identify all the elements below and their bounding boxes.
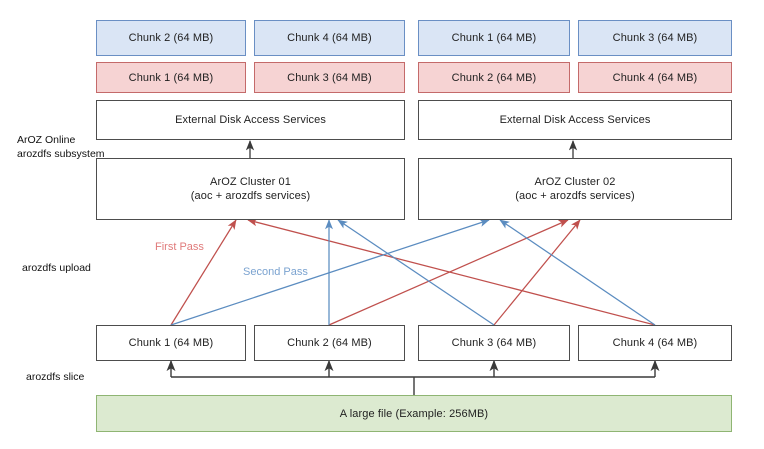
stored-chunk-label: Chunk 4 (64 MB) [612,71,698,84]
first-pass-label: First Pass [155,241,204,253]
stored-chunk-blue-4[interactable]: Chunk 3 (64 MB) [578,20,732,56]
source-chunk-label: Chunk 4 (64 MB) [612,337,698,349]
source-chunk-2[interactable]: Chunk 2 (64 MB) [254,325,405,361]
source-chunk-label: Chunk 1 (64 MB) [128,337,214,349]
source-chunk-label: Chunk 3 (64 MB) [451,337,537,349]
external-disk-access-services-1[interactable]: External Disk Access Services [96,100,405,140]
stored-chunk-red-1[interactable]: Chunk 1 (64 MB) [96,62,246,93]
cluster-title: ArOZ Cluster 01 [210,176,291,188]
side-label-upload: arozdfs upload [22,262,91,274]
stored-chunk-blue-2[interactable]: Chunk 4 (64 MB) [254,20,405,56]
source-chunk-1[interactable]: Chunk 1 (64 MB) [96,325,246,361]
cluster-title: ArOZ Cluster 02 [534,176,616,188]
slice-bus [166,359,660,395]
stored-chunk-red-3[interactable]: Chunk 2 (64 MB) [418,62,570,93]
stored-chunk-label: Chunk 2 (64 MB) [451,71,537,84]
first-pass-arrows [170,218,656,326]
stored-chunk-label: Chunk 3 (64 MB) [612,32,698,44]
stored-chunk-label: Chunk 1 (64 MB) [451,32,537,44]
stored-chunk-label: Chunk 1 (64 MB) [128,71,214,84]
source-file-label: A large file (Example: 256MB) [339,407,489,420]
side-label-subsystem: ArOZ Online arozdfs subsystem [17,134,105,160]
service-label: External Disk Access Services [499,114,651,126]
external-disk-access-services-2[interactable]: External Disk Access Services [418,100,732,140]
cluster-subtitle: (aoc + arozdfs services) [515,190,635,202]
stored-chunk-red-2[interactable]: Chunk 3 (64 MB) [254,62,405,93]
cluster-to-edas-arrows [245,139,578,158]
source-chunk-3[interactable]: Chunk 3 (64 MB) [418,325,570,361]
second-pass-label: Second Pass [243,266,308,278]
stored-chunk-blue-1[interactable]: Chunk 2 (64 MB) [96,20,246,56]
source-chunk-4[interactable]: Chunk 4 (64 MB) [578,325,732,361]
second-pass-arrows [170,219,656,326]
side-label-slice: arozdfs slice [26,371,85,383]
cluster-subtitle: (aoc + arozdfs services) [190,190,311,202]
aroz-cluster-01[interactable]: ArOZ Cluster 01 (aoc + arozdfs services) [96,158,405,220]
stored-chunk-red-4[interactable]: Chunk 4 (64 MB) [578,62,732,93]
stored-chunk-label: Chunk 4 (64 MB) [287,32,372,44]
source-chunk-label: Chunk 2 (64 MB) [287,337,372,349]
stored-chunk-label: Chunk 2 (64 MB) [128,32,214,44]
stored-chunk-blue-3[interactable]: Chunk 1 (64 MB) [418,20,570,56]
aroz-cluster-02[interactable]: ArOZ Cluster 02 (aoc + arozdfs services) [418,158,732,220]
service-label: External Disk Access Services [175,114,326,126]
stored-chunk-label: Chunk 3 (64 MB) [287,71,372,84]
source-file-box[interactable]: A large file (Example: 256MB) [96,395,732,432]
